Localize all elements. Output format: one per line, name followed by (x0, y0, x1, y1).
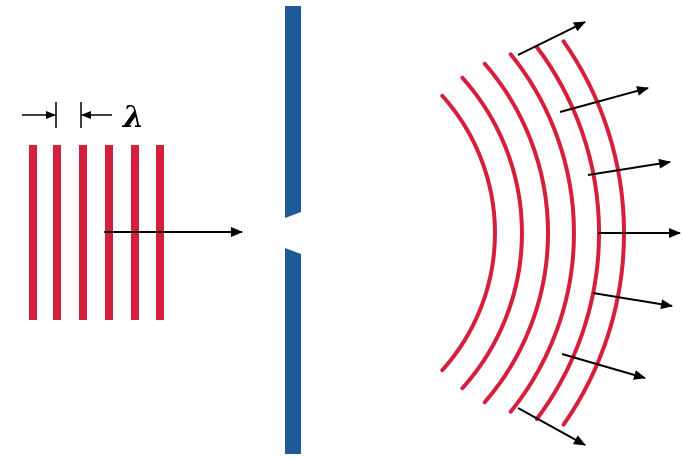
outgoing-arrow-2 (559, 86, 649, 113)
wavelength-label: λ (121, 100, 144, 135)
outgoing-arrow-5 (592, 292, 673, 310)
diffracted-wavefront-1 (440, 93, 497, 373)
incident-wavefront-3 (79, 145, 87, 320)
diffracted-wavefront-2 (460, 75, 524, 391)
incident-wavefront-2 (53, 145, 61, 320)
outgoing-arrow-3 (587, 158, 671, 176)
barrier-lower-segment (285, 248, 301, 454)
outgoing-arrow-1 (517, 21, 586, 56)
barrier-with-slit (285, 6, 301, 454)
diffracted-wavefront-4 (508, 52, 576, 414)
wavelength-marker: λ (22, 100, 144, 135)
outgoing-direction-arrows (517, 21, 681, 446)
outgoing-arrow-7 (517, 407, 586, 446)
diffracted-wavefront-3 (482, 61, 551, 405)
outgoing-arrow-6 (561, 353, 646, 380)
incident-wavefront-1 (29, 145, 37, 320)
diffracted-wavefronts (440, 39, 626, 427)
barrier-upper-segment (285, 6, 301, 218)
